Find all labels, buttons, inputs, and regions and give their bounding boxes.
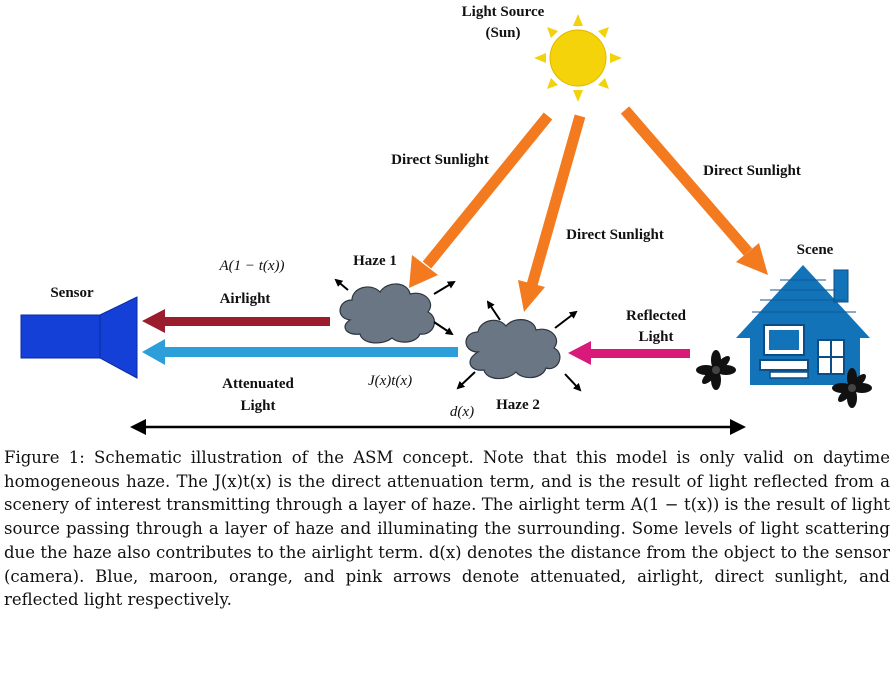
computer-icon (759, 324, 809, 379)
reflected-arrow (568, 341, 690, 365)
cloud-icon (339, 283, 436, 344)
direct-sunlight-arrow-2 (518, 114, 586, 312)
direct-sunlight-arrow-3 (620, 106, 768, 275)
airlight-arrow (142, 309, 330, 333)
direct-sunlight-label-3: Direct Sunlight (703, 163, 801, 179)
airlight-formula: A(1 − t(x)) (218, 258, 284, 274)
sun-icon (534, 14, 622, 102)
sensor-label: Sensor (50, 285, 94, 301)
scene-label: Scene (797, 242, 834, 258)
attenuated-label-line1: Attenuated (222, 376, 294, 392)
haze1-label: Haze 1 (353, 253, 397, 269)
asm-diagram: Light Source (Sun) Direct Sunlight Direc… (20, 4, 872, 435)
transmission-formula: J(x)t(x) (368, 373, 412, 389)
direct-sunlight-label-1: Direct Sunlight (391, 152, 489, 168)
attenuated-label-line2: Light (240, 398, 275, 414)
attenuated-arrow (142, 339, 458, 365)
direct-sunlight-label-2: Direct Sunlight (566, 227, 664, 243)
haze2-label: Haze 2 (496, 397, 540, 413)
distance-formula: d(x) (450, 404, 474, 420)
direct-sunlight-arrow-1 (409, 112, 553, 288)
flower-icon (696, 350, 872, 408)
reflected-label-line1: Reflected (626, 308, 687, 324)
haze2-scatter-arrows (456, 300, 582, 392)
haze1-scatter-arrows (334, 278, 456, 336)
airlight-label: Airlight (220, 291, 271, 307)
distance-arrow (130, 419, 746, 435)
sun-label-line2: (Sun) (485, 25, 520, 41)
cloud-icon (465, 319, 561, 380)
sun-label-line1: Light Source (462, 4, 545, 20)
reflected-label-line2: Light (638, 329, 673, 345)
figure-caption: Figure 1: Schematic illustration of the … (4, 448, 890, 610)
sensor-icon (20, 296, 138, 379)
